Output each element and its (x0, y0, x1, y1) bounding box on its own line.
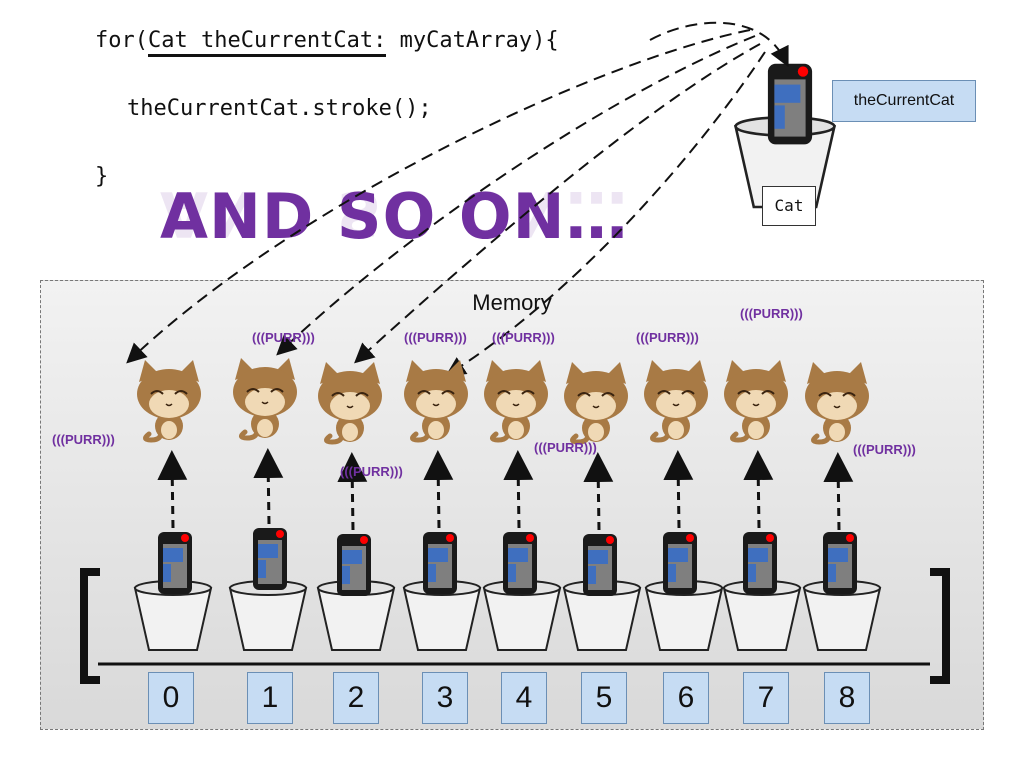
array-right-bracket (930, 568, 950, 684)
purr-label: (((PURR))) (740, 306, 803, 321)
purr-label: (((PURR))) (534, 440, 597, 455)
remote-icon-0 (158, 532, 192, 594)
cat-icon-3 (404, 360, 468, 440)
iteration-arrows (126, 21, 789, 377)
reference-arrows (157, 448, 854, 531)
array-index-0: 0 (148, 672, 194, 724)
code-line-for: for(Cat theCurrentCat: myCatArray){ (95, 28, 559, 57)
cat-icon-8 (805, 362, 869, 442)
memory-label: Memory (472, 290, 552, 315)
purr-label: (((PURR))) (853, 442, 916, 457)
memory-area (40, 280, 984, 730)
purr-label: (((PURR))) (492, 330, 555, 345)
code-for-prefix: for( (95, 28, 148, 53)
remote-icon-7 (743, 532, 777, 594)
purr-label: (((PURR))) (636, 330, 699, 345)
array-index-1: 1 (247, 672, 293, 724)
cat-icon-2 (318, 362, 382, 442)
current-cat-remote-icon (767, 63, 813, 145)
array-index-6: 6 (663, 672, 709, 724)
purr-label: (((PURR))) (52, 432, 115, 447)
array-index-8: 8 (824, 672, 870, 724)
cat-type-label: Cat (762, 186, 816, 226)
variable-label: theCurrentCat (832, 80, 976, 122)
array-index-7: 7 (743, 672, 789, 724)
code-line-stroke: theCurrentCat.stroke(); (127, 96, 432, 121)
remote-icon-3 (423, 532, 457, 594)
remote-icon-2 (337, 534, 371, 596)
array-index-3: 3 (422, 672, 468, 724)
cat-icon-7 (724, 360, 788, 440)
remote-icon-4 (503, 532, 537, 594)
cat-icon-4 (484, 360, 548, 440)
code-for-suffix: myCatArray){ (386, 28, 559, 53)
headline: AND SO ON… (160, 180, 629, 253)
bucket-icon-1 (229, 580, 307, 651)
remote-icon-8 (823, 532, 857, 594)
cat-icon-6 (644, 360, 708, 440)
remote-icon-1 (253, 528, 287, 590)
array-index-4: 4 (501, 672, 547, 724)
array-left-bracket (80, 568, 100, 684)
purr-label: (((PURR))) (252, 330, 315, 345)
cat-icon-1 (233, 358, 297, 438)
remote-icon-6 (663, 532, 697, 594)
code-line-close: } (95, 164, 109, 189)
purr-label: (((PURR))) (404, 330, 467, 345)
cat-icon-0 (137, 360, 201, 440)
code-loop-variable: Cat theCurrentCat: (147, 28, 387, 57)
array-index-2: 2 (333, 672, 379, 724)
cat-icon-5 (564, 362, 628, 442)
array-index-5: 5 (581, 672, 627, 724)
purr-label: (((PURR))) (340, 464, 403, 479)
remote-icon-5 (583, 534, 617, 596)
